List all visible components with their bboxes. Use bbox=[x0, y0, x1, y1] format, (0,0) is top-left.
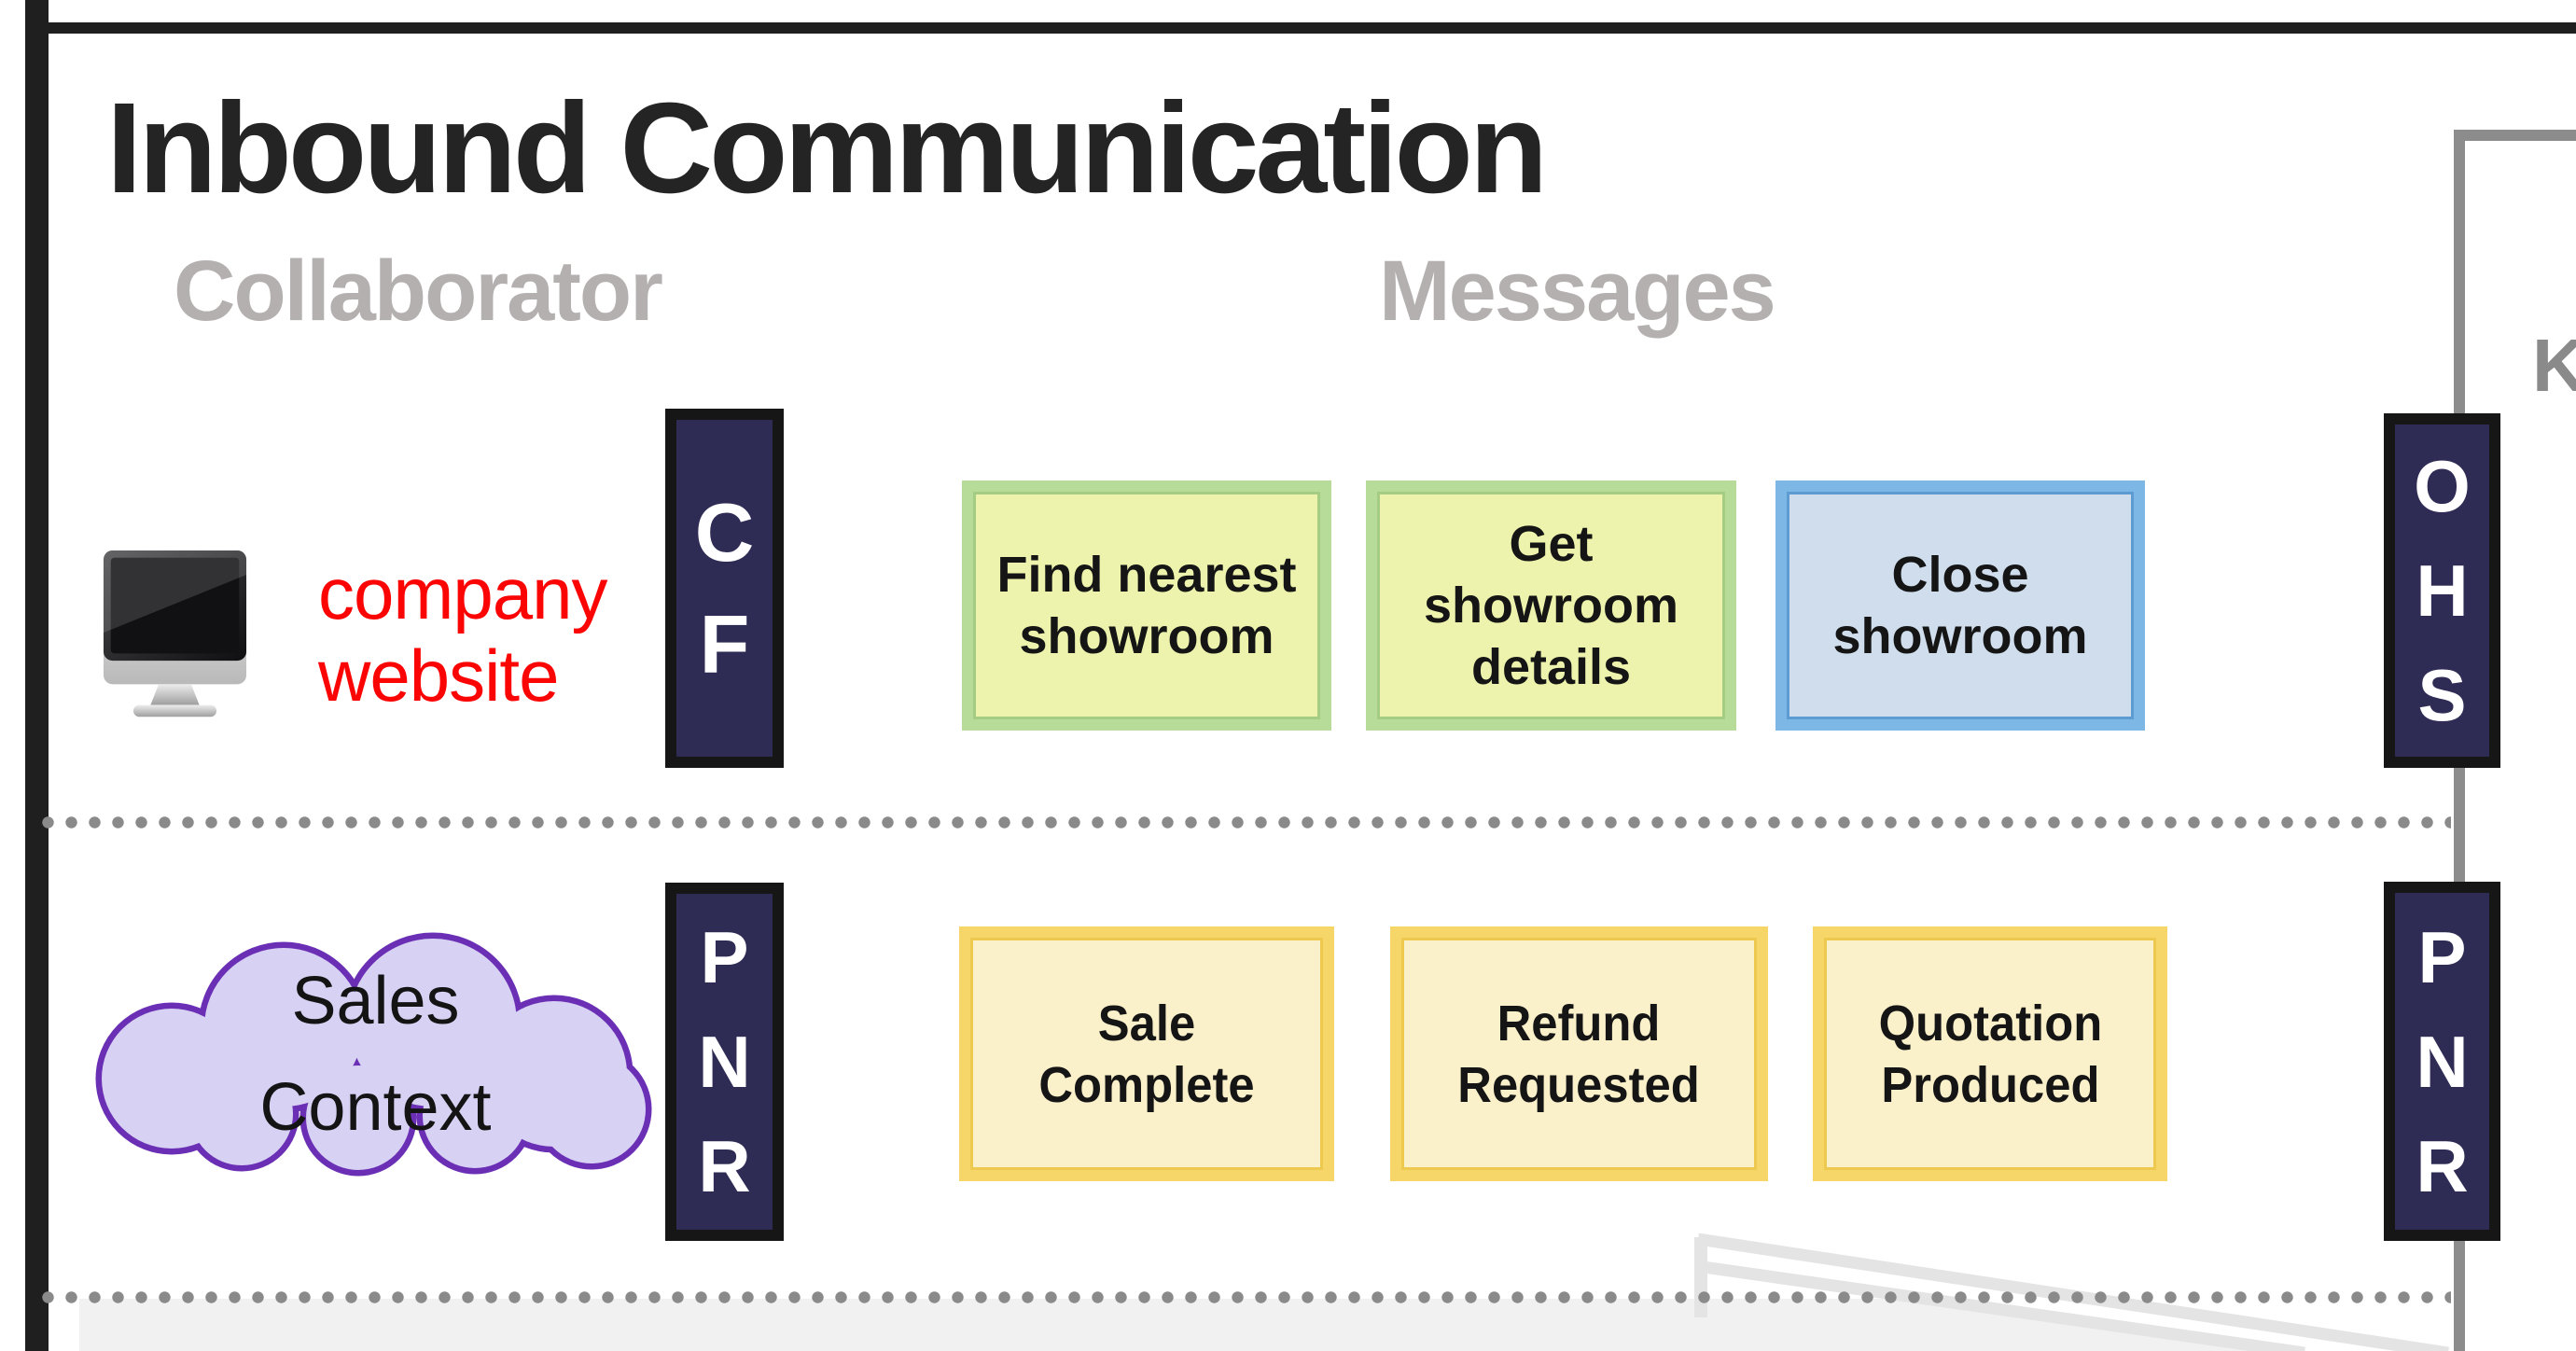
message-box-text-line: Find nearest bbox=[996, 547, 1297, 603]
collaborator-label-line: company bbox=[318, 552, 607, 634]
desktop-computer-icon bbox=[103, 550, 247, 717]
collaborator-label-line: website bbox=[318, 634, 559, 717]
message-box-refund-requested: Refund Requested bbox=[1390, 926, 1768, 1181]
column-header-messages: Messages bbox=[1379, 244, 1776, 339]
message-box-close-showroom: Close showroom bbox=[1775, 481, 2145, 731]
port-letter: P bbox=[700, 916, 749, 998]
message-box-sale-complete: Sale Complete bbox=[959, 926, 1334, 1181]
message-box-text-line: details bbox=[1470, 639, 1632, 695]
frame-top-border bbox=[25, 22, 2576, 34]
message-box-find-nearest-showroom: Find nearest showroom bbox=[962, 481, 1331, 731]
column-header-collaborator: Collaborator bbox=[174, 244, 663, 339]
message-box-get-showroom-details: Get showroom details bbox=[1366, 481, 1736, 731]
port-letter: P bbox=[2417, 915, 2467, 998]
port-letter: R bbox=[2416, 1124, 2469, 1207]
message-box-text-line: Complete bbox=[1038, 1056, 1255, 1113]
port-letter: O bbox=[2414, 445, 2471, 527]
knowledge-section-partial-label: K bbox=[2532, 324, 2576, 407]
port-letter: H bbox=[2416, 550, 2469, 632]
message-box-text-line: Produced bbox=[1880, 1056, 2100, 1113]
frame-left-border bbox=[25, 0, 49, 1351]
message-box-quotation-produced: Quotation Produced bbox=[1813, 926, 2167, 1181]
port-letter: S bbox=[2417, 654, 2467, 736]
message-box-text-line: Quotation bbox=[1878, 995, 2102, 1052]
message-box-text-line: Sale bbox=[1097, 995, 1196, 1052]
sales-context-cloud bbox=[95, 932, 652, 1177]
port-letter: F bbox=[699, 597, 750, 690]
cloud-label-line: Context bbox=[259, 1070, 492, 1145]
bottom-section-decoration bbox=[79, 1233, 2449, 1351]
port-box-ohs: O H S bbox=[2384, 413, 2500, 768]
message-box-text-line: showroom bbox=[1832, 608, 2088, 664]
row-divider-dotted bbox=[42, 816, 2451, 829]
port-letter: R bbox=[698, 1125, 751, 1207]
message-box-text-line: Requested bbox=[1457, 1056, 1701, 1113]
message-box-text-line: Get bbox=[1509, 516, 1594, 572]
port-letter: N bbox=[2416, 1020, 2469, 1103]
flow-arrow-outline-inner bbox=[1703, 1260, 2305, 1351]
port-box-pnr-left: P N R bbox=[665, 883, 784, 1241]
port-letter: N bbox=[698, 1021, 751, 1103]
port-box-cf: C F bbox=[665, 409, 784, 768]
connector-line-horizontal bbox=[2454, 130, 2576, 141]
page-title: Inbound Communication bbox=[106, 77, 1548, 220]
flow-arrow-outline-left-edge bbox=[1694, 1237, 1707, 1317]
message-box-text-line: showroom bbox=[1019, 608, 1274, 664]
collaborator-label-company-website: company website bbox=[318, 552, 607, 717]
message-box-text-line: showroom bbox=[1423, 578, 1678, 634]
port-box-pnr-right: P N R bbox=[2384, 882, 2500, 1241]
message-box-text-line: Close bbox=[1891, 547, 2029, 603]
sales-context-cloud-label: Sales Context bbox=[83, 929, 668, 1179]
row-divider-dotted bbox=[42, 1291, 2451, 1303]
cloud-label-line: Sales bbox=[291, 964, 460, 1038]
port-letter: C bbox=[694, 485, 755, 578]
message-box-text-line: Refund bbox=[1497, 995, 1661, 1052]
